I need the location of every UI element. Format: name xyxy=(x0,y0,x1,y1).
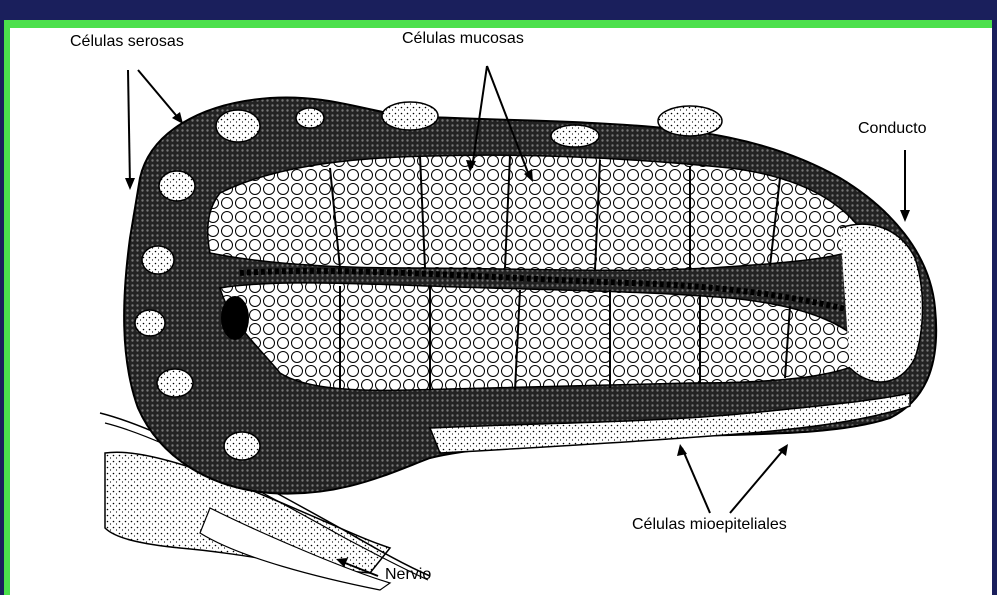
diagram-canvas: Células serosas Células mucosas Conducto… xyxy=(10,28,992,595)
gland-illustration xyxy=(10,28,992,595)
mucous-cells-label: Células mucosas xyxy=(402,30,524,48)
gland-body xyxy=(124,97,936,493)
nerve-label: Nervio xyxy=(385,566,431,584)
serous-cells-label: Células serosas xyxy=(70,33,184,51)
myoepithelial-cells-label: Células mioepiteliales xyxy=(632,516,787,534)
duct-label: Conducto xyxy=(858,120,927,138)
